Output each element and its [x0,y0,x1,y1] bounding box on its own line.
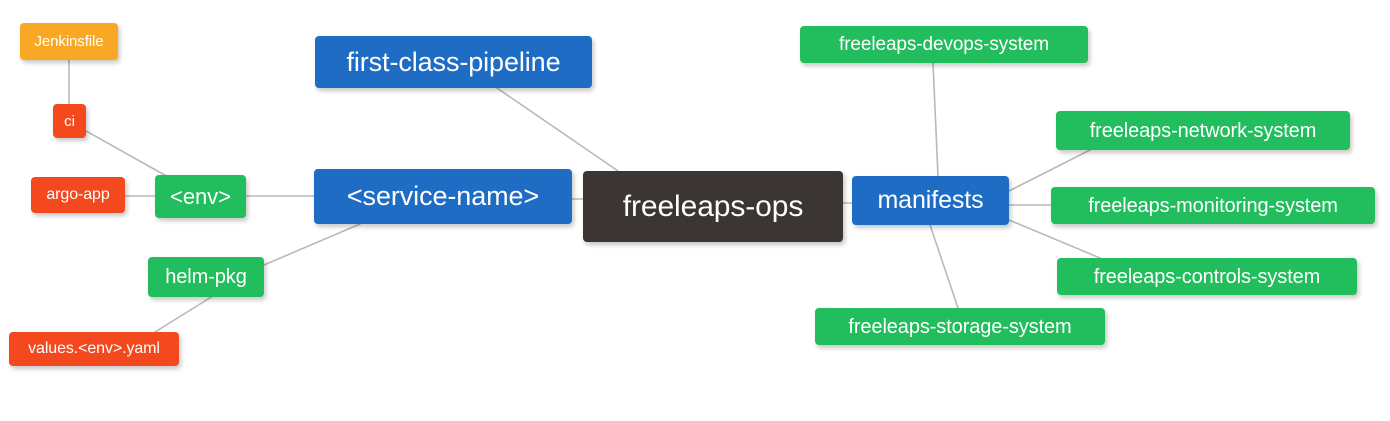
node-network[interactable]: freeleaps-network-system [1056,111,1350,150]
edge-values-yaml-to-helm-pkg [154,295,214,333]
node-monitoring[interactable]: freeleaps-monitoring-system [1051,187,1375,224]
node-manifests[interactable]: manifests [852,176,1009,225]
node-ci[interactable]: ci [53,104,86,138]
node-helm-pkg[interactable]: helm-pkg [148,257,264,297]
node-service-name[interactable]: <service-name> [314,169,572,224]
edge-manifests-to-devops [932,62,939,177]
edge-ci-to-env [85,130,171,179]
node-freeleaps-ops[interactable]: freeleaps-ops [583,171,843,242]
node-values-yaml[interactable]: values.<env>.yaml [9,332,179,366]
edge-manifests-to-network [1008,149,1091,192]
edge-manifests-to-controls [1008,219,1101,259]
node-pipeline[interactable]: first-class-pipeline [315,36,592,88]
edge-pipeline-to-freeleaps-ops [496,87,619,172]
edge-manifests-to-storage [929,224,959,309]
node-devops[interactable]: freeleaps-devops-system [800,26,1088,63]
edge-helm-pkg-to-service-name [263,223,361,266]
node-storage[interactable]: freeleaps-storage-system [815,308,1105,345]
node-jenkinsfile[interactable]: Jenkinsfile [20,23,118,60]
node-env[interactable]: <env> [155,175,246,218]
node-argo-app[interactable]: argo-app [31,177,125,213]
node-controls[interactable]: freeleaps-controls-system [1057,258,1357,295]
